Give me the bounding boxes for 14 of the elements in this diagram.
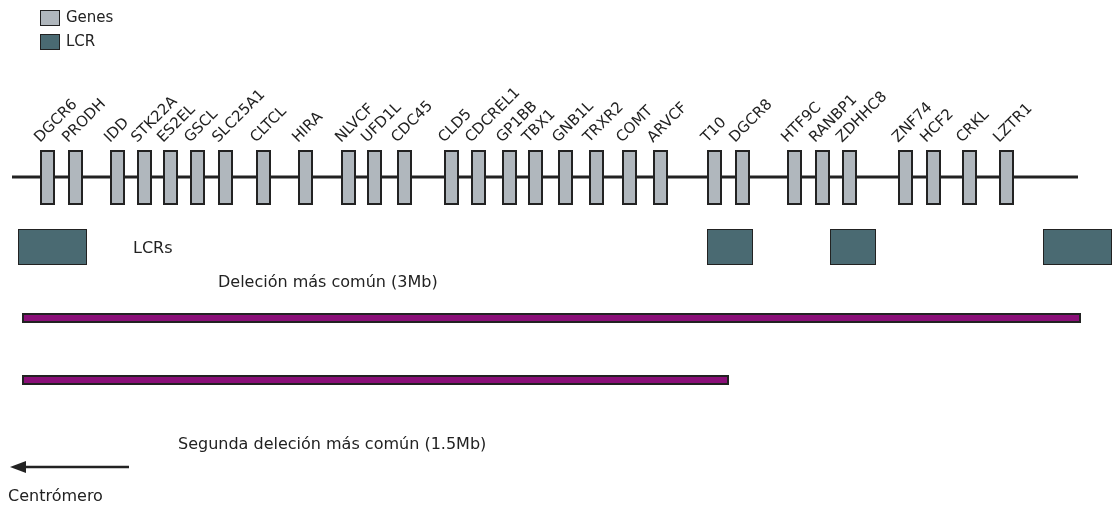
lcr-box xyxy=(830,229,876,265)
deletion-bar xyxy=(22,313,1081,323)
lcr-box xyxy=(707,229,753,265)
lcr-box xyxy=(18,229,87,265)
deletion-caption: Segunda deleción más común (1.5Mb) xyxy=(178,434,487,453)
lcr-box xyxy=(1043,229,1112,265)
deletion-caption: Deleción más común (3Mb) xyxy=(218,272,438,291)
legend-label: LCR xyxy=(66,32,96,50)
centromere-label: Centrómero xyxy=(8,486,103,505)
gene-label: T10 xyxy=(697,113,729,145)
lcr-label: LCRs xyxy=(133,238,173,257)
legend-label: Genes xyxy=(66,8,114,26)
deletion-bar xyxy=(22,375,729,385)
gene-label: IDD xyxy=(100,114,132,145)
